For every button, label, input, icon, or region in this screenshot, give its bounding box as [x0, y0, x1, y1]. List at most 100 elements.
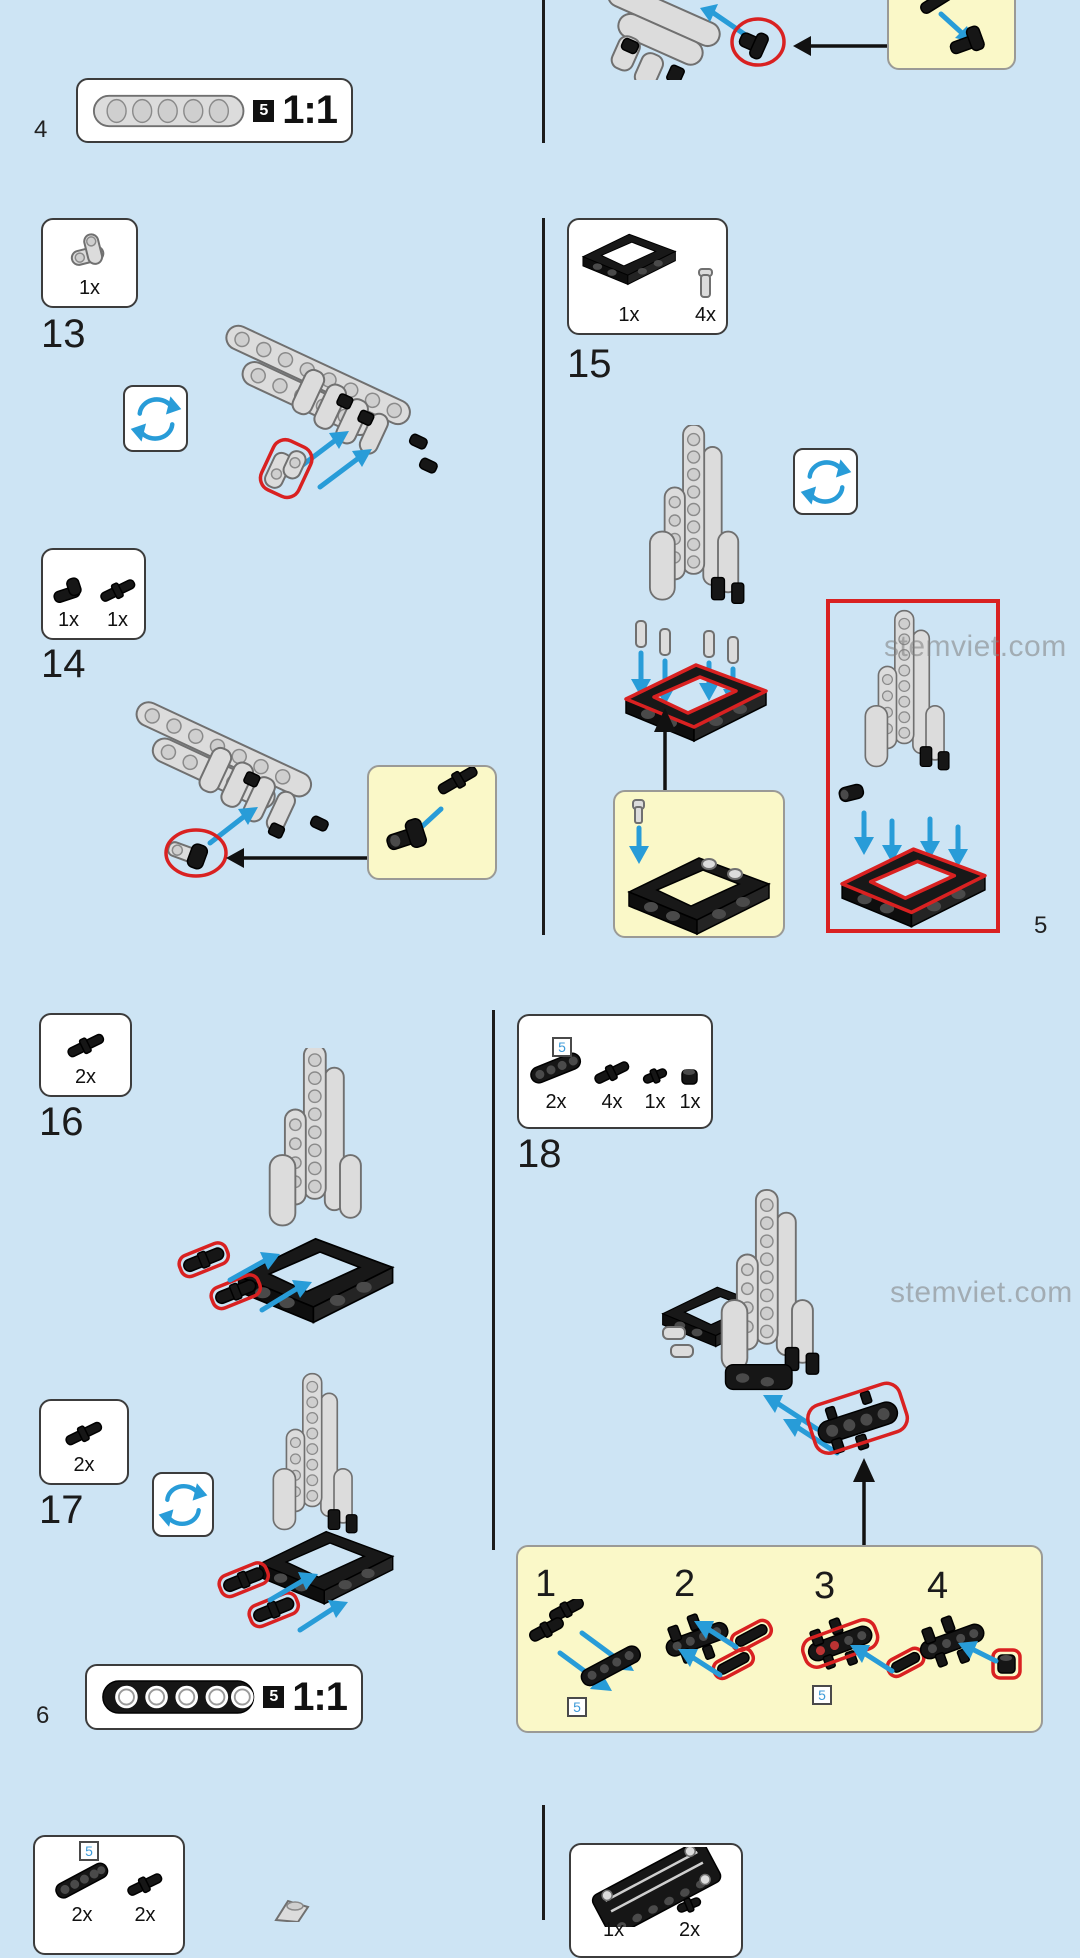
page-number-4: 4 [34, 116, 48, 143]
color-key-badge: 5 [263, 1686, 285, 1708]
part-item: 1x [99, 576, 137, 630]
scale-ruler-bottom: 5 1:1 [85, 1664, 363, 1730]
parts-box-step-15: 1x 4x [567, 218, 728, 335]
part-item: 4x [593, 1058, 631, 1112]
callout-arrow-step-14 [226, 848, 368, 868]
column-divider-middle [542, 218, 545, 935]
page-number-5: 5 [1034, 912, 1048, 939]
part-item: 2x [65, 1029, 107, 1087]
step-number-14: 14 [41, 642, 86, 686]
rotate-model-box-step-15 [793, 448, 858, 515]
substep-3-diagram [800, 1617, 926, 1679]
scale-label: 1:1 [292, 1674, 348, 1719]
page-number-6: 6 [36, 1702, 50, 1729]
part-quantity: 4x [694, 304, 717, 326]
part-quantity: 2x [134, 1904, 156, 1926]
substeps-callout-step-18: 1 5 2 3 [516, 1545, 1043, 1733]
substep-number-3: 3 [814, 1565, 836, 1607]
part-item: 2x [125, 1869, 165, 1925]
part-item: 2x [63, 1417, 105, 1475]
assembly-preview-partial [274, 1899, 310, 1922]
substep-number-4: 4 [927, 1565, 949, 1607]
part-quantity: 1x [106, 609, 129, 631]
parts-box-step-18: 5 2x 4x [517, 1014, 713, 1129]
step-number-15: 15 [567, 342, 612, 386]
assembly-diagram-previous-step [607, 0, 786, 80]
part-item: 2x [529, 1050, 583, 1112]
assembly-diagram-step-13 [225, 324, 438, 500]
rotate-model-box-step-17 [152, 1472, 214, 1537]
part-item: 1x [641, 1064, 669, 1112]
long-pin-black-icon [65, 1421, 103, 1446]
beam-5-hole-gray-icon [92, 94, 245, 127]
part-quantity: 1x [618, 304, 640, 326]
frame-5x7-black-icon [581, 233, 677, 286]
part-quantity: 2x [73, 1454, 95, 1476]
angle-connector-gray-icon [70, 233, 104, 266]
part-item: 1x [579, 229, 679, 325]
step-number-13: 13 [41, 312, 86, 356]
assembly-diagram-step-18 [661, 1188, 910, 1456]
color-key-badge: 5 [812, 1685, 832, 1705]
substep-1-diagram [529, 1599, 641, 1691]
color-key-badge: 5 [552, 1037, 572, 1057]
substep-4-diagram [919, 1615, 1022, 1680]
assembly-diagram-step-17 [217, 1372, 395, 1633]
detail-callout-step-15 [613, 790, 785, 938]
scale-ruler-top: 5 1:1 [76, 78, 353, 143]
parts-box-bottom-left-partial: 5 2x 2x [33, 1835, 185, 1955]
pin-connector-detail-icon [920, 0, 985, 55]
column-divider-bottom [542, 1805, 545, 1920]
substep-number-1: 1 [535, 1563, 557, 1605]
parts-box-step-13: 1x [41, 218, 138, 308]
rotation-arrows-icon [130, 395, 181, 442]
callout-arrow-step-18 [853, 1458, 875, 1548]
callout-arrow-previous-step [793, 36, 889, 56]
frame-pin-detail-icon [627, 799, 771, 936]
assembly-diagram-step-16 [177, 1048, 395, 1324]
part-quantity: 2x [679, 1919, 701, 1941]
pin-assembly-detail-icon [386, 767, 478, 851]
substep-2-diagram [665, 1613, 774, 1681]
part-quantity: 2x [74, 1066, 97, 1088]
part-quantity: 1x [57, 609, 80, 631]
assembly-diagram-step-15 [624, 425, 768, 743]
assembly-diagram-step-15-result [838, 609, 987, 928]
callout-arrow-step-15 [654, 708, 676, 790]
color-key-badge: 5 [79, 1841, 99, 1861]
long-pin-black-icon [66, 1033, 104, 1058]
part-quantity: 2x [71, 1904, 93, 1926]
bushing-black-icon [681, 1069, 698, 1085]
detail-callout-step-14 [367, 765, 497, 880]
pin-black-icon [676, 1897, 702, 1913]
long-pin-black-icon [127, 1873, 163, 1896]
column-divider-step18 [492, 1010, 495, 1550]
part-quantity: 1x [679, 1091, 701, 1113]
parts-box-step-16: 2x [39, 1013, 132, 1097]
rotation-arrows-icon [800, 458, 851, 505]
long-pin-black-icon [594, 1061, 630, 1084]
beam-4-black-icon [530, 1052, 582, 1084]
parts-box-step-17: 2x [39, 1399, 129, 1485]
detail-callout-previous-step [887, 0, 1016, 70]
scale-label: 1:1 [282, 88, 338, 132]
part-quantity: 2x [545, 1091, 567, 1113]
color-key-badge: 5 [253, 99, 275, 122]
watermark-text: stemviet.com [890, 1276, 1073, 1309]
color-key-badge: 5 [567, 1697, 587, 1717]
part-item: 2x [53, 1861, 111, 1925]
panel-5x11-black-icon [591, 1847, 722, 1927]
pin-black-icon [642, 1068, 668, 1084]
long-pin-black-icon [99, 579, 135, 602]
watermark-text: stemviet.com [884, 630, 1067, 663]
step-number-16: 16 [39, 1100, 84, 1144]
step-number-17: 17 [39, 1488, 84, 1532]
rotation-arrows-icon [158, 1482, 208, 1527]
part-item: 4x [695, 267, 716, 325]
pin-connector-black-icon [52, 577, 82, 604]
highlight-box-step-15 [826, 599, 1000, 933]
part-item: 1x [68, 232, 112, 298]
part-item: 1x [679, 1066, 701, 1112]
assembly-diagram-step-14 [135, 701, 329, 878]
